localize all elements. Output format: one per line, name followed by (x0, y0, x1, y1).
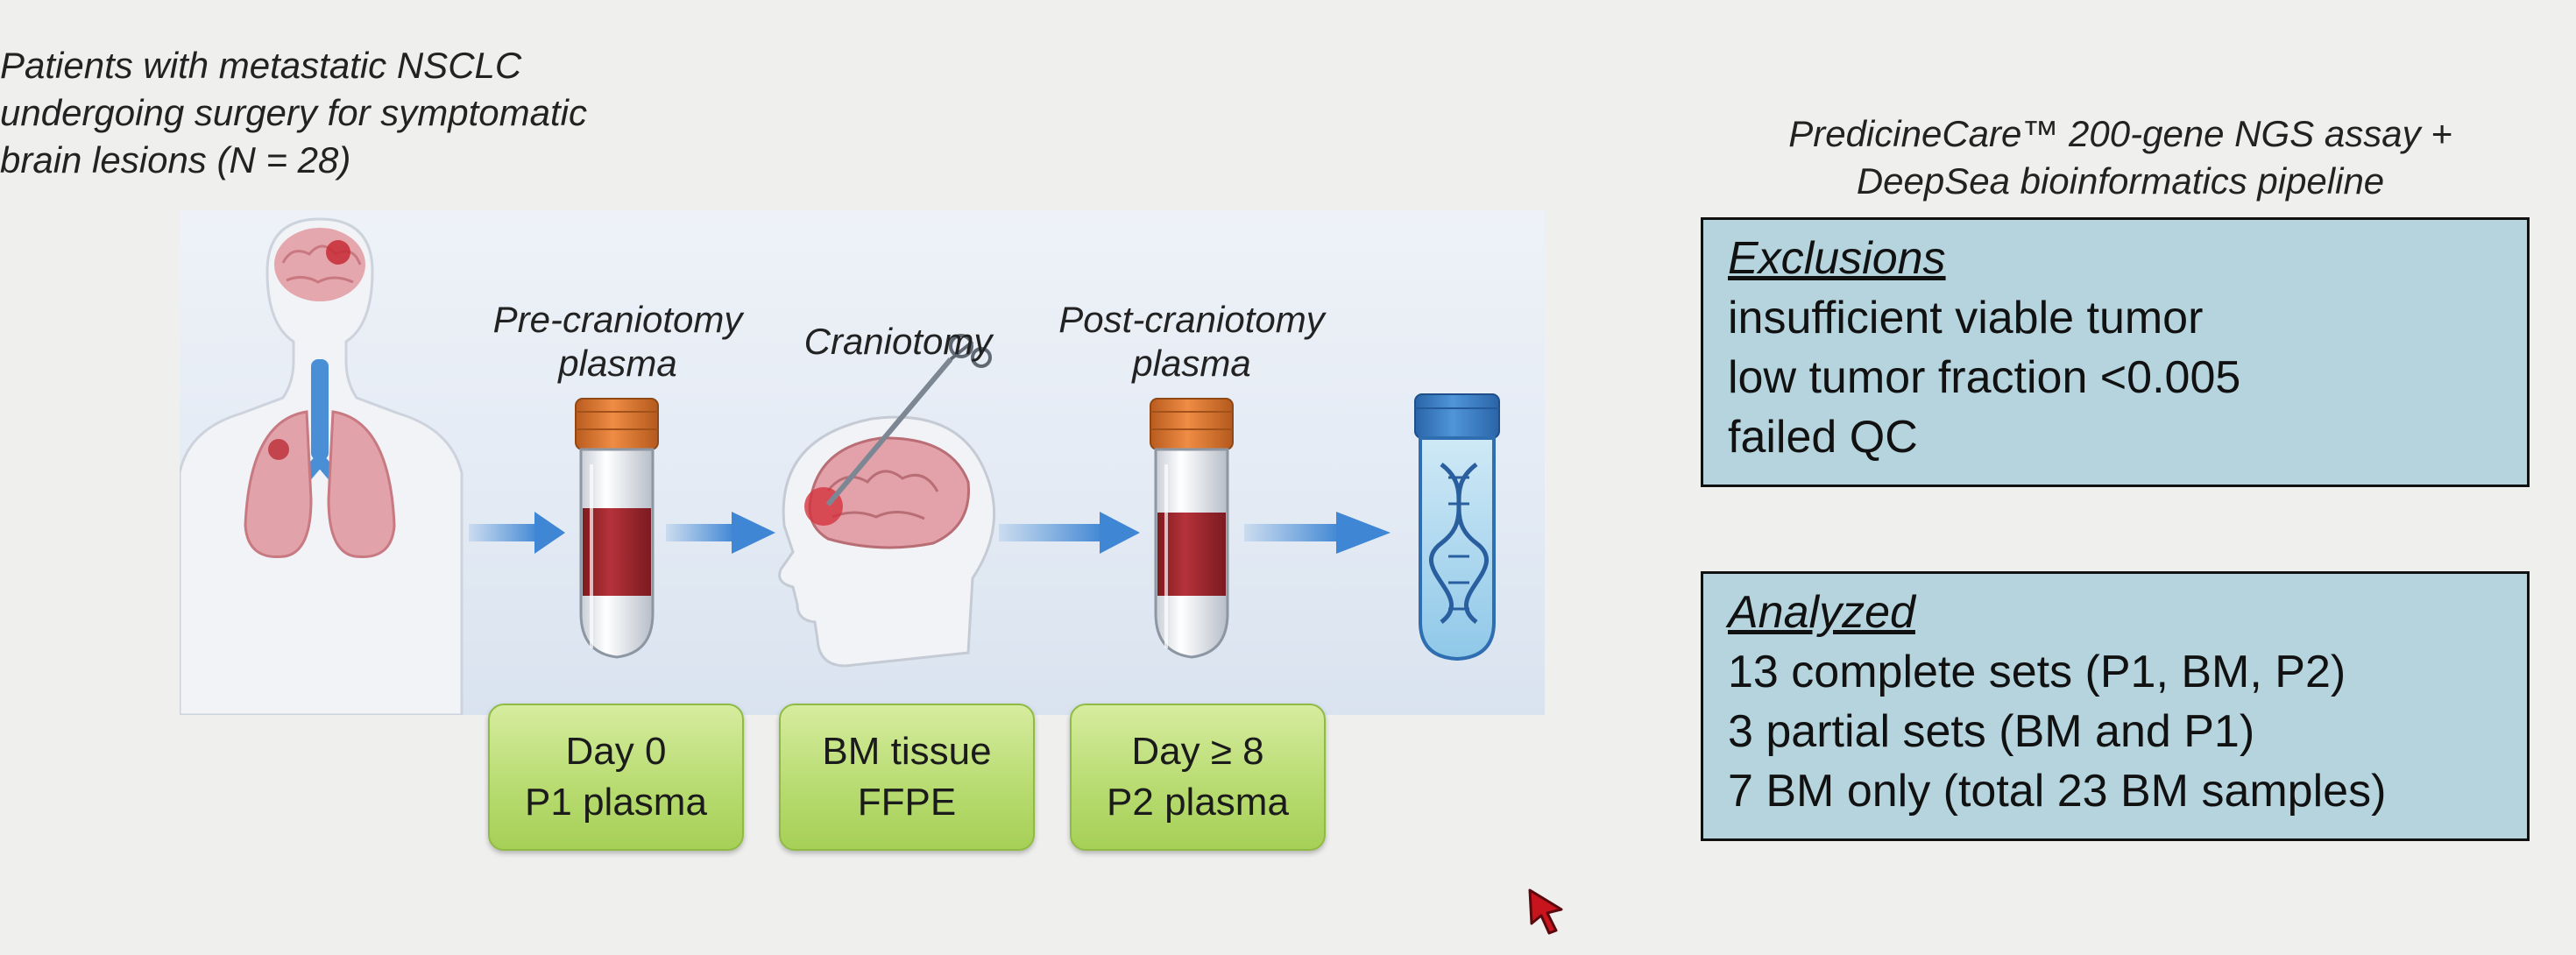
analyzed-item: 7 BM only (total 23 BM samples) (1728, 766, 2387, 817)
analyzed-title: Analyzed (1728, 587, 1915, 638)
arrow-icon (999, 512, 1140, 554)
step-label-line: Pre-craniotomy (492, 299, 743, 340)
arrow-icon (469, 512, 565, 554)
analyzed-box: Analyzed 13 complete sets (P1, BM, P2) 3… (1701, 571, 2530, 841)
workflow-illustration-panel: Pre-craniotomy plasma Craniotomy Post-cr… (180, 210, 1545, 715)
workflow-illustration (180, 217, 1500, 715)
tag-day8-p2-plasma: Day ≥ 8 P2 plasma (1070, 704, 1326, 851)
cohort-line-2: undergoing surgery for symptomatic (0, 92, 587, 133)
assay-caption: PredicineCare™ 200-gene NGS assay + Deep… (1744, 110, 2497, 205)
dna-tube-icon (1414, 393, 1500, 661)
analyzed-item: 13 complete sets (P1, BM, P2) (1728, 647, 2346, 697)
patient-figure-icon (180, 217, 464, 715)
cohort-caption: Patients with metastatic NSCLC undergoin… (0, 42, 587, 184)
exclusions-title: Exclusions (1728, 233, 1946, 284)
tag-day0-p1-plasma: Day 0 P1 plasma (488, 704, 744, 851)
step-label-line: Post-craniotomy (1058, 299, 1325, 340)
arrow-icon (666, 512, 775, 554)
craniotomy-head-icon (778, 334, 996, 668)
step-label-line: plasma (558, 343, 677, 384)
arrow-icon (1244, 512, 1391, 554)
blood-tube-icon (1150, 398, 1234, 659)
exclusion-item: low tumor fraction <0.005 (1728, 352, 2241, 403)
step-label-craniotomy: Craniotomy (784, 320, 1012, 364)
assay-line-1: PredicineCare™ 200-gene NGS assay + (1788, 113, 2452, 154)
tag-line: Day ≥ 8 (1131, 730, 1264, 773)
analyzed-item: 3 partial sets (BM and P1) (1728, 706, 2255, 757)
blood-tube-icon (575, 398, 659, 659)
step-label-line: plasma (1132, 343, 1251, 384)
assay-line-2: DeepSea bioinformatics pipeline (1856, 160, 2385, 202)
exclusion-item: insufficient viable tumor (1728, 293, 2204, 343)
tag-line: BM tissue (822, 730, 992, 773)
cohort-line-3: brain lesions (N = 28) (0, 139, 351, 180)
cohort-line-1: Patients with metastatic NSCLC (0, 45, 522, 86)
tag-line: Day 0 (565, 730, 667, 773)
step-label-line: Craniotomy (803, 321, 993, 362)
tag-line: P2 plasma (1107, 781, 1289, 824)
step-label-post-craniotomy: Post-craniotomy plasma (1034, 298, 1349, 386)
step-label-pre-craniotomy: Pre-craniotomy plasma (469, 298, 767, 386)
tag-line: FFPE (857, 781, 957, 824)
tag-line: P1 plasma (525, 781, 707, 824)
exclusion-item: failed QC (1728, 412, 1918, 463)
exclusions-box: Exclusions insufficient viable tumor low… (1701, 217, 2530, 487)
tag-bm-tissue-ffpe: BM tissue FFPE (779, 704, 1035, 851)
mouse-cursor-icon (1528, 888, 1563, 935)
